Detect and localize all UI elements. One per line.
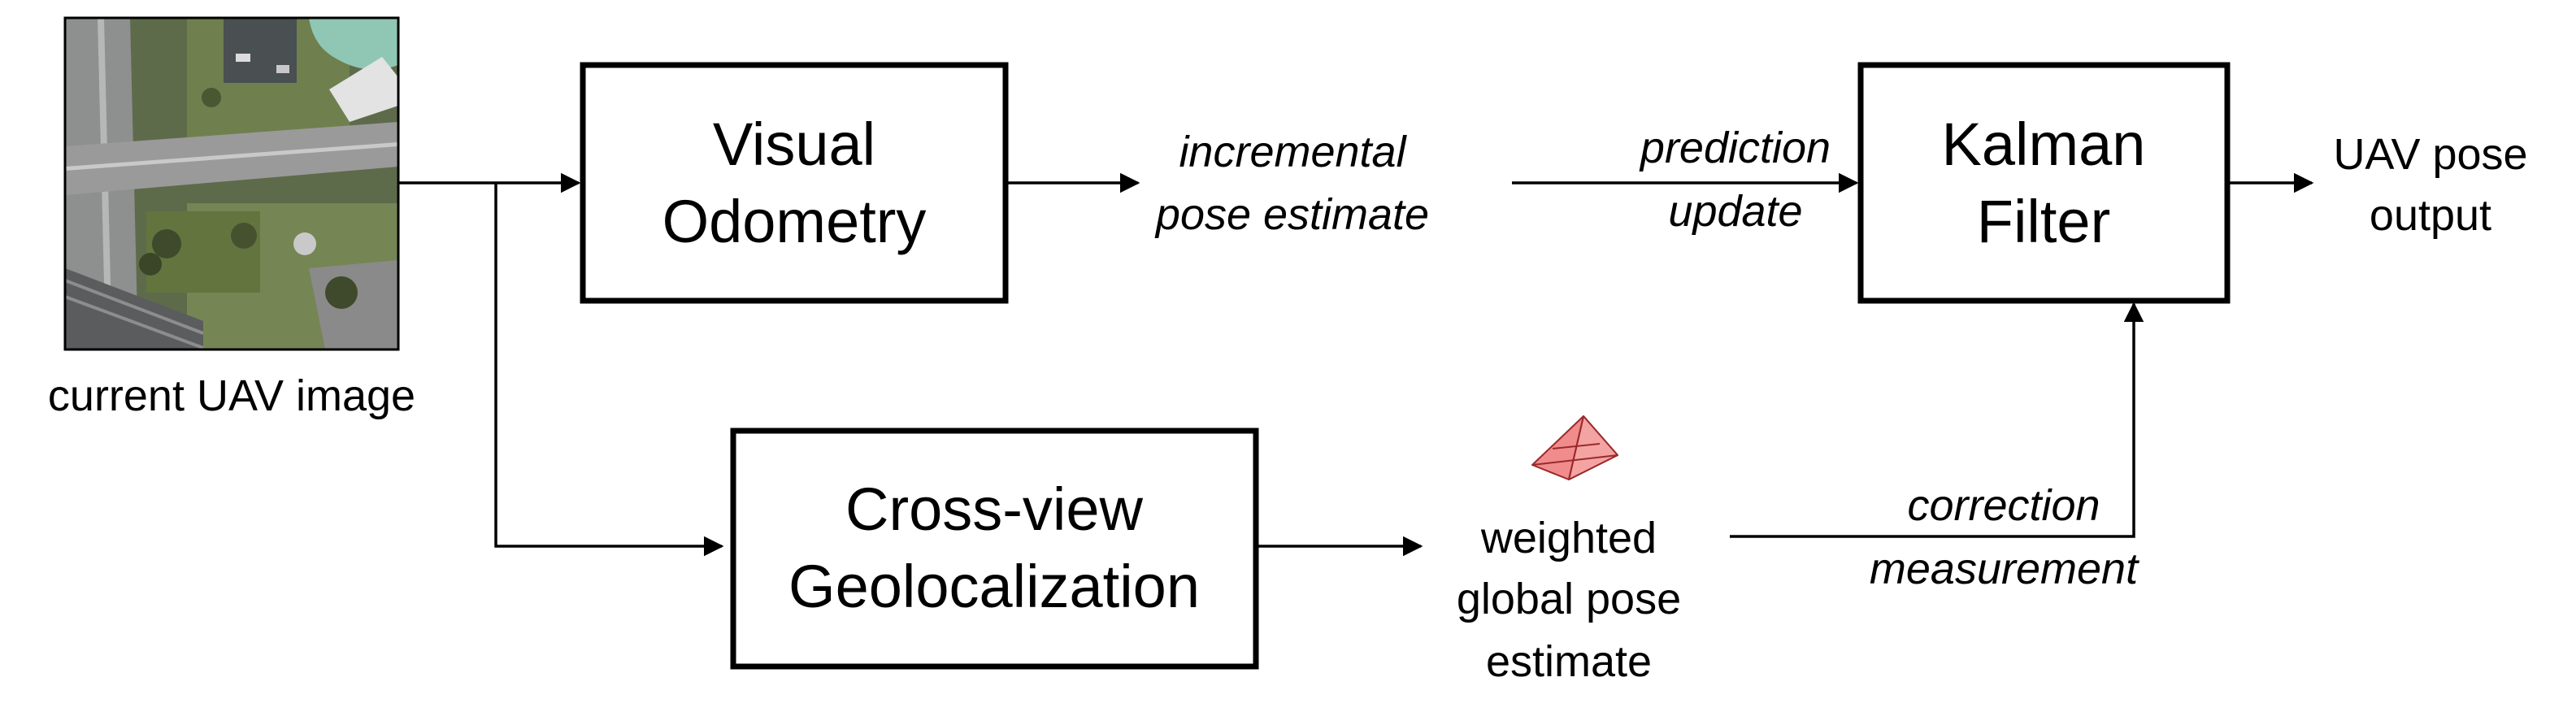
visual-odometry-label-line2: Odometry bbox=[662, 188, 927, 255]
cross-view-label-line1: Cross-view bbox=[845, 475, 1143, 543]
weighted-label-line1: weighted bbox=[1480, 514, 1657, 562]
uav-pose-output-label: UAV pose output bbox=[2333, 130, 2527, 240]
input-caption: current UAV image bbox=[48, 371, 415, 420]
weighted-label-line3: estimate bbox=[1486, 637, 1652, 686]
arrow-correction-to-kalman bbox=[1730, 302, 2144, 538]
kalman-filter-label-line2: Filter bbox=[1977, 188, 2110, 255]
weighted-global-pose-label: weighted global pose estimate bbox=[1457, 514, 1681, 686]
incremental-label-line1: incremental bbox=[1179, 128, 1407, 176]
prediction-label-line2: update bbox=[1668, 187, 1802, 236]
arrow-image-to-crossview bbox=[494, 183, 724, 557]
kalman-filter-block: Kalman Filter bbox=[1857, 62, 2231, 304]
correction-label-line1: correction bbox=[1907, 481, 2100, 530]
pyramid-icon bbox=[1531, 415, 1618, 480]
incremental-pose-label: incremental pose estimate bbox=[1154, 128, 1429, 239]
visual-odometry-block: Visual Odometry bbox=[580, 62, 1009, 304]
kalman-filter-label-line1: Kalman bbox=[1942, 111, 2146, 178]
prediction-update-label: prediction update bbox=[1639, 124, 1831, 236]
cross-view-label-line2: Geolocalization bbox=[788, 553, 1200, 620]
output-label-line1: UAV pose bbox=[2333, 130, 2527, 179]
aerial-photo-icon bbox=[65, 18, 398, 349]
weighted-label-line2: global pose bbox=[1457, 575, 1681, 623]
incremental-label-line2: pose estimate bbox=[1154, 190, 1429, 239]
output-label-line2: output bbox=[2370, 191, 2491, 240]
correction-label-line2: measurement bbox=[1870, 545, 2139, 593]
cross-view-geolocalization-block: Cross-view Geolocalization bbox=[730, 428, 1259, 670]
connectors bbox=[398, 172, 2314, 557]
prediction-label-line1: prediction bbox=[1639, 124, 1831, 172]
correction-measurement-label: correction measurement bbox=[1870, 481, 2139, 593]
visual-odometry-label-line1: Visual bbox=[713, 111, 875, 178]
